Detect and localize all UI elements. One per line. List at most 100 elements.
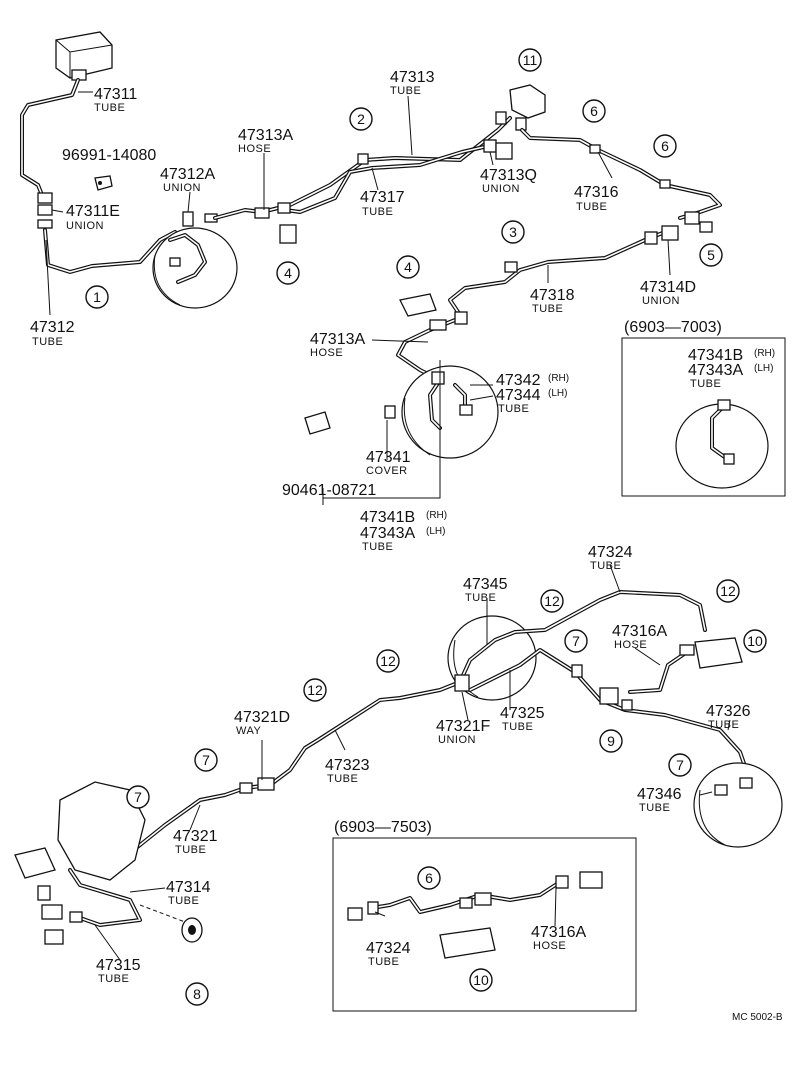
callout-7c: 7 bbox=[194, 748, 218, 772]
label-47343A-bottom: 47343A bbox=[360, 525, 415, 542]
proportioning-valve bbox=[509, 84, 722, 233]
svg-text:6: 6 bbox=[590, 103, 598, 119]
callout-10a: 10 bbox=[743, 629, 767, 653]
label-47314: 47314 bbox=[166, 879, 211, 896]
callout-12d: 12 bbox=[303, 678, 327, 702]
dashed-leader bbox=[139, 904, 186, 923]
label-47324-top: 47324 bbox=[588, 544, 633, 561]
callout-4b: 4 bbox=[396, 255, 420, 279]
label-47344: 47344 bbox=[496, 387, 541, 404]
tube-47318-group bbox=[399, 225, 679, 317]
inset-top-line2-sup: (LH) bbox=[754, 363, 773, 374]
inset-bottom-period: (6903—7503) bbox=[334, 819, 432, 836]
front-right-drum bbox=[304, 311, 499, 459]
label-47315-sub: TUBE bbox=[98, 973, 129, 985]
label-47321F-sub: UNION bbox=[438, 734, 476, 746]
label-47311: 47311 bbox=[94, 86, 137, 103]
label-47317: 47317 bbox=[360, 189, 405, 206]
label-47321-sub: TUBE bbox=[175, 844, 206, 856]
label-47341B-bottom: 47341B bbox=[360, 509, 415, 526]
callout-8: 8 bbox=[185, 982, 209, 1006]
label-47312A-sub: UNION bbox=[163, 182, 201, 194]
tube-47311-group bbox=[20, 78, 177, 274]
label-47311E-sub: UNION bbox=[66, 220, 104, 232]
svg-text:5: 5 bbox=[707, 247, 715, 263]
master-cylinder bbox=[55, 31, 113, 81]
label-47313A-top-sub: HOSE bbox=[238, 143, 271, 155]
svg-text:12: 12 bbox=[544, 593, 560, 609]
label-47321: 47321 bbox=[173, 828, 218, 845]
label-47318-sub: TUBE bbox=[532, 303, 563, 315]
svg-text:7: 7 bbox=[572, 633, 580, 649]
label-47311E: 47311E bbox=[66, 203, 120, 220]
svg-text:7: 7 bbox=[134, 789, 142, 805]
label-47314D-sub: UNION bbox=[642, 295, 680, 307]
inset-6903-7003 bbox=[621, 337, 786, 497]
svg-text:4: 4 bbox=[284, 265, 292, 281]
label-47326: 47326 bbox=[706, 703, 751, 720]
callout-12a: 12 bbox=[716, 579, 740, 603]
label-47313A-top: 47313A bbox=[238, 127, 293, 144]
label-47325: 47325 bbox=[500, 705, 545, 722]
label-47343A-lh: (LH) bbox=[426, 526, 445, 537]
inset-top-sub: TUBE bbox=[690, 378, 721, 390]
svg-text:9: 9 bbox=[607, 733, 615, 749]
label-47311-sub: TUBE bbox=[94, 102, 125, 114]
label-47341-sub: COVER bbox=[366, 465, 408, 477]
label-47321F: 47321F bbox=[436, 718, 490, 735]
label-47316A-inset-sub: HOSE bbox=[533, 940, 566, 952]
label-47345-sub: TUBE bbox=[465, 592, 496, 604]
label-47326-sub: TUBE bbox=[708, 719, 739, 731]
svg-text:12: 12 bbox=[307, 682, 323, 698]
svg-text:10: 10 bbox=[473, 972, 489, 988]
label-47341B-rh: (RH) bbox=[426, 510, 447, 521]
label-47316A-main-sub: HOSE bbox=[614, 639, 647, 651]
label-47317-sub: TUBE bbox=[362, 206, 393, 218]
inset-top-text: (6903—7003) 47341B (RH) 47343A (LH) TUBE bbox=[624, 319, 775, 390]
label-47342-rh: (RH) bbox=[548, 373, 569, 384]
part-labels: 47311 TUBE 96991-14080 47311E UNION 4731… bbox=[30, 69, 751, 985]
svg-text:10: 10 bbox=[747, 633, 763, 649]
label-47344-lh: (LH) bbox=[548, 388, 567, 399]
label-47323: 47323 bbox=[325, 757, 370, 774]
callout-11: 11 bbox=[518, 48, 542, 72]
reference-code: MC 5002-B bbox=[732, 1012, 783, 1023]
callout-4a: 4 bbox=[276, 261, 300, 285]
svg-text:2: 2 bbox=[357, 111, 365, 127]
callout-10b: 10 bbox=[469, 968, 493, 992]
label-47323-sub: TUBE bbox=[327, 773, 358, 785]
svg-text:6: 6 bbox=[425, 870, 433, 886]
label-47316-sub: TUBE bbox=[576, 201, 607, 213]
label-47343A-bottom-sub: TUBE bbox=[362, 541, 393, 553]
label-47316A-main: 47316A bbox=[612, 623, 667, 640]
label-47312A: 47312A bbox=[160, 166, 215, 183]
svg-text:7: 7 bbox=[676, 757, 684, 773]
label-47316A-inset: 47316A bbox=[531, 924, 586, 941]
callout-6a: 6 bbox=[582, 99, 606, 123]
svg-text:7: 7 bbox=[202, 752, 210, 768]
inset-top-period: (6903—7003) bbox=[624, 319, 722, 336]
callout-5: 5 bbox=[699, 243, 723, 267]
label-96991-14080: 96991-14080 bbox=[62, 147, 156, 164]
front-left-drum bbox=[152, 211, 238, 309]
label-47321D-sub: WAY bbox=[236, 725, 261, 737]
svg-text:12: 12 bbox=[380, 653, 396, 669]
svg-text:4: 4 bbox=[404, 259, 412, 275]
label-47313A-mid-sub: HOSE bbox=[310, 347, 343, 359]
callout-7b: 7 bbox=[668, 753, 692, 777]
rear-axle-drum bbox=[447, 615, 537, 701]
label-47316: 47316 bbox=[574, 184, 619, 201]
label-47312-sub: TUBE bbox=[32, 336, 63, 348]
label-47342: 47342 bbox=[496, 372, 541, 389]
svg-text:8: 8 bbox=[193, 986, 201, 1002]
label-47346: 47346 bbox=[637, 786, 682, 803]
label-47314-sub: TUBE bbox=[168, 895, 199, 907]
label-47313A-mid: 47313A bbox=[310, 331, 365, 348]
svg-text:12: 12 bbox=[720, 583, 736, 599]
callout-9: 9 bbox=[599, 729, 623, 753]
svg-text:3: 3 bbox=[509, 224, 517, 240]
callout-7a: 7 bbox=[564, 629, 588, 653]
label-47324-top-sub: TUBE bbox=[590, 560, 621, 572]
